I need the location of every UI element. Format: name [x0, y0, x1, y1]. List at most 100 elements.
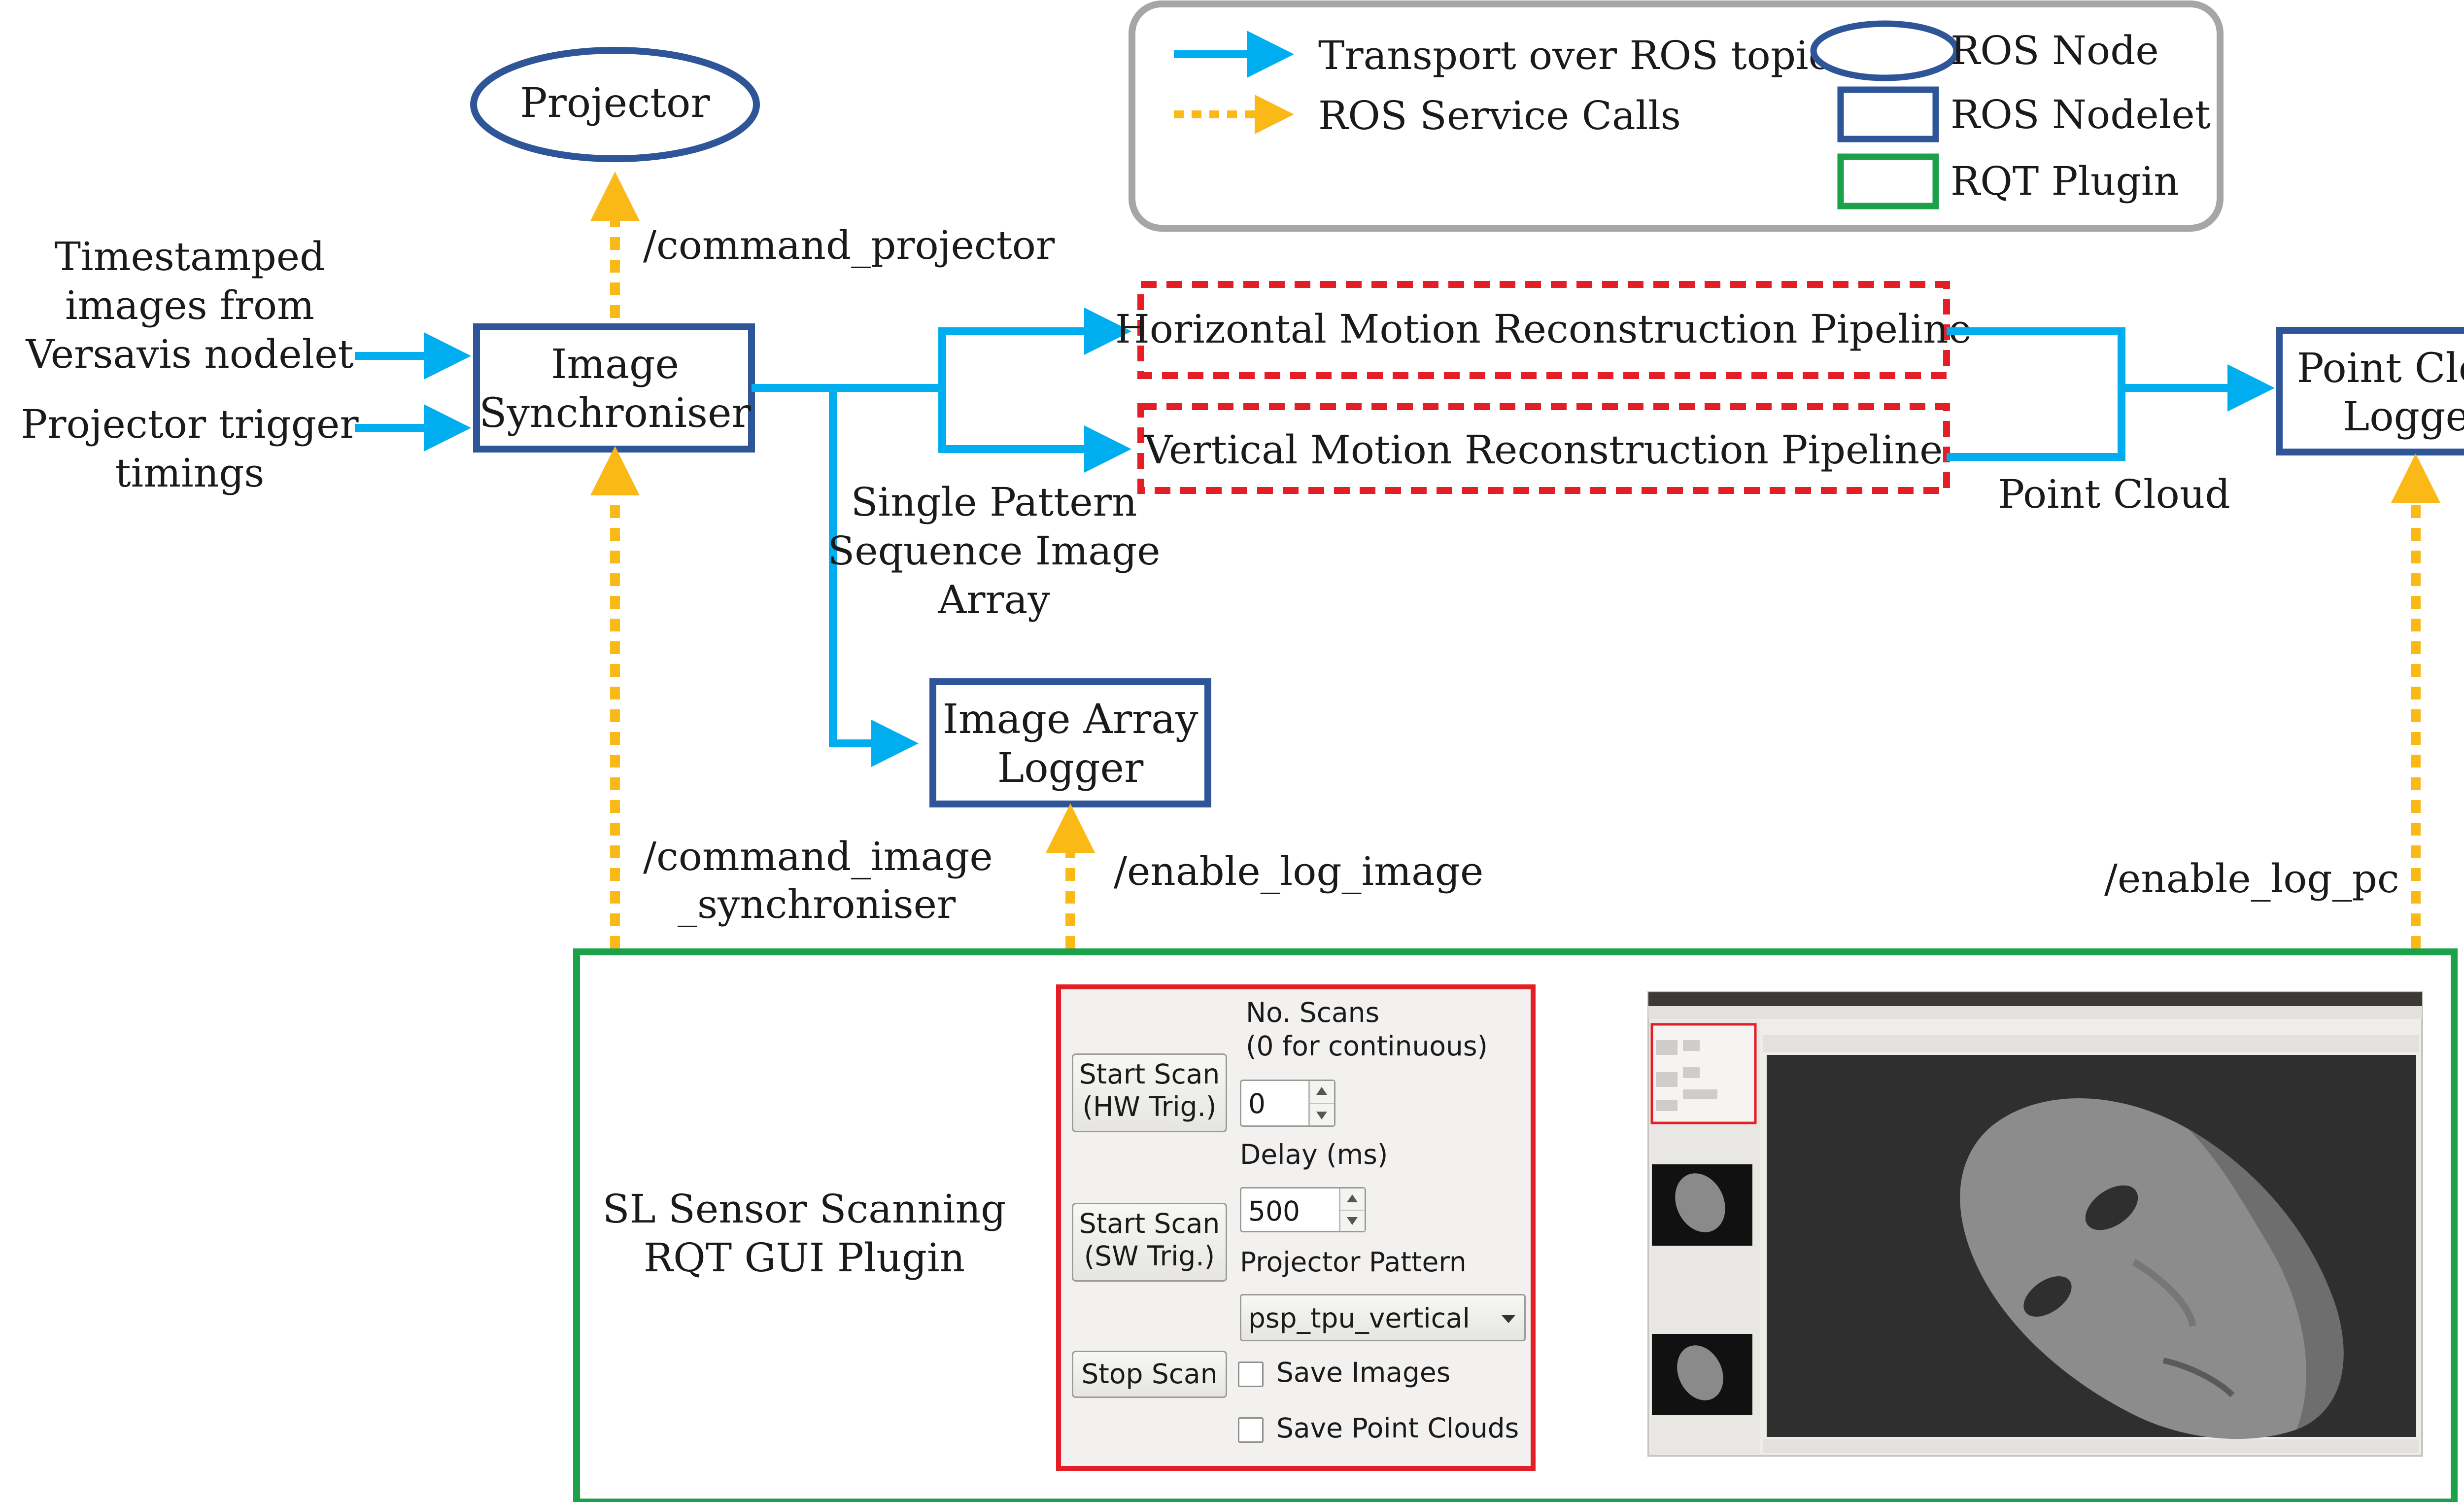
screenshot-statusbar	[1763, 1439, 2419, 1453]
point-cloud-logger-label-2: Logger	[2343, 393, 2464, 440]
plugin-title-line-1: SL Sensor Scanning	[603, 1186, 1006, 1232]
input-line-1: Projector trigger	[21, 401, 359, 447]
screenshot-menubar	[1648, 1006, 2422, 1019]
topic-synchroniser-to-image-logger	[829, 388, 919, 767]
command-image-synchroniser-label-1: /command_image	[643, 834, 993, 879]
image-synchroniser-label-2: Synchroniser	[479, 390, 751, 437]
point-cloud-logger-node: Point Cloud Logger	[2276, 327, 2464, 455]
point-cloud-logger-box	[2276, 327, 2464, 455]
start-scan-sw-button[interactable]: Start Scan (SW Trig.)	[1072, 1203, 1227, 1282]
projector-label: Projector	[520, 80, 710, 127]
decrement-icon[interactable]	[1316, 1112, 1327, 1119]
mask-nose	[2132, 1258, 2196, 1327]
no-scans-stepper[interactable]	[1308, 1081, 1334, 1125]
topic-horizontal-to-merge	[1947, 327, 2125, 388]
legend-plugin-box	[1837, 153, 1939, 210]
projector-pattern-value: psp_tpu_vertical	[1248, 1302, 1470, 1334]
save-point-clouds-label: Save Point Clouds	[1276, 1412, 1519, 1444]
horizontal-pipeline-label: Horizontal Motion Reconstruction Pipelin…	[1115, 306, 1972, 352]
image-array-logger-node: Image Array Logger	[929, 678, 1211, 807]
start-scan-sw-line-2: (SW Trig.)	[1084, 1240, 1215, 1272]
chevron-down-icon[interactable]	[1502, 1315, 1515, 1323]
point-cloud-label: Point Cloud	[1998, 471, 2230, 517]
save-images-checkbox[interactable]	[1238, 1362, 1264, 1387]
image-synchroniser-node: Image Synchroniser	[473, 323, 755, 453]
start-scan-hw-line-2: (HW Trig.)	[1082, 1091, 1217, 1122]
legend: Transport over ROS topics ROS Service Ca…	[1129, 0, 2224, 232]
legend-node-ellipse	[1810, 20, 1960, 81]
mask-eye-left	[2085, 1185, 2138, 1230]
single-pattern-line-1: Single Pattern	[851, 479, 1137, 525]
command-projector-label: /command_projector	[643, 222, 1055, 268]
save-images-label: Save Images	[1276, 1357, 1451, 1388]
enable-log-image-label: /enable_log_image	[1114, 848, 1483, 894]
image-array-logger-label-1: Image Array	[943, 696, 1199, 743]
image-array-logger-label-2: Logger	[997, 745, 1144, 792]
command-image-synchroniser-label-2: _synchroniser	[678, 881, 956, 927]
projector-pattern-dropdown[interactable]: psp_tpu_vertical	[1240, 1294, 1526, 1341]
increment-icon[interactable]	[1347, 1194, 1358, 1202]
rqt-screenshot	[1647, 991, 2423, 1457]
mask-render	[1960, 1098, 2344, 1439]
save-point-clouds-checkbox[interactable]	[1238, 1417, 1264, 1443]
stop-scan-button[interactable]: Stop Scan	[1072, 1351, 1227, 1398]
screenshot-titlebar	[1648, 992, 2422, 1006]
input-line-2: images from	[65, 282, 314, 328]
image-array-logger-box	[929, 678, 1211, 807]
screenshot-mask-thumb-1	[1675, 1173, 1725, 1232]
screenshot-mini-controls	[1656, 1040, 1717, 1111]
input-timestamped-images: Timestamped images from Versavis nodelet	[25, 234, 353, 377]
no-scans-value: 0	[1248, 1088, 1266, 1119]
screenshot-toolbar	[1763, 1035, 2419, 1052]
horizontal-pipeline-box	[1137, 281, 1950, 379]
single-pattern-label: Single Pattern Sequence Image Array	[827, 479, 1160, 623]
legend-topics-label: Transport over ROS topics	[1318, 33, 1850, 78]
input-line-2: timings	[115, 450, 265, 496]
legend-plugin-label: RQT Plugin	[1951, 158, 2179, 204]
start-scan-hw-button[interactable]: Start Scan (HW Trig.)	[1072, 1053, 1227, 1132]
delay-value: 500	[1248, 1195, 1300, 1227]
input-line-1: Timestamped	[55, 234, 325, 279]
topic-synchroniser-to-vertical	[938, 388, 1131, 473]
projector-ellipse	[470, 47, 760, 162]
single-pattern-line-3: Array	[937, 577, 1050, 623]
legend-services-label: ROS Service Calls	[1318, 93, 1681, 139]
delay-spinbox[interactable]: 500	[1240, 1187, 1366, 1232]
projector-pattern-label: Projector Pattern	[1240, 1246, 1467, 1278]
mask-mouth	[2162, 1358, 2235, 1397]
delay-label: Delay (ms)	[1240, 1139, 1388, 1170]
mask-shading	[2188, 1129, 2344, 1430]
no-scans-spinbox[interactable]: 0	[1240, 1080, 1335, 1127]
legend-nodelet-label: ROS Nodelet	[1951, 92, 2211, 138]
horizontal-pipeline: Horizontal Motion Reconstruction Pipelin…	[1115, 281, 1972, 379]
topic-vertical-to-merge	[1947, 388, 2125, 461]
image-synchroniser-label-1: Image	[551, 341, 679, 388]
point-cloud-logger-label-1: Point Cloud	[2297, 345, 2464, 392]
input-projector-trigger: Projector trigger timings	[21, 401, 359, 496]
increment-icon[interactable]	[1316, 1087, 1327, 1095]
delay-stepper[interactable]	[1339, 1188, 1365, 1231]
stop-scan-label: Stop Scan	[1081, 1358, 1218, 1390]
projector-node: Projector	[470, 47, 760, 162]
start-scan-hw-line-1: Start Scan	[1079, 1058, 1220, 1090]
mask-eye-right	[2023, 1276, 2072, 1317]
single-pattern-line-2: Sequence Image	[827, 528, 1160, 574]
topic-synchroniser-to-horizontal	[752, 308, 1131, 392]
screenshot-mask-thumb-2	[1677, 1345, 1723, 1400]
legend-node-label: ROS Node	[1951, 28, 2159, 73]
legend-nodelet-box	[1837, 86, 1939, 142]
enable-log-pc-label: /enable_log_pc	[2104, 856, 2399, 902]
stepper-divider	[1310, 1103, 1334, 1104]
vertical-pipeline: Vertical Motion Reconstruction Pipeline	[1137, 403, 1950, 494]
vertical-pipeline-label: Vertical Motion Reconstruction Pipeline	[1144, 427, 1943, 473]
vertical-pipeline-box	[1137, 403, 1950, 494]
plugin-title-line-2: RQT GUI Plugin	[644, 1235, 965, 1281]
stepper-divider	[1340, 1210, 1365, 1211]
decrement-icon[interactable]	[1347, 1217, 1358, 1225]
input-line-3: Versavis nodelet	[25, 331, 353, 377]
start-scan-sw-line-1: Start Scan	[1079, 1208, 1220, 1239]
no-scans-label-1: No. Scans	[1246, 997, 1380, 1028]
no-scans-label-2: (0 for continuous)	[1246, 1030, 1488, 1062]
